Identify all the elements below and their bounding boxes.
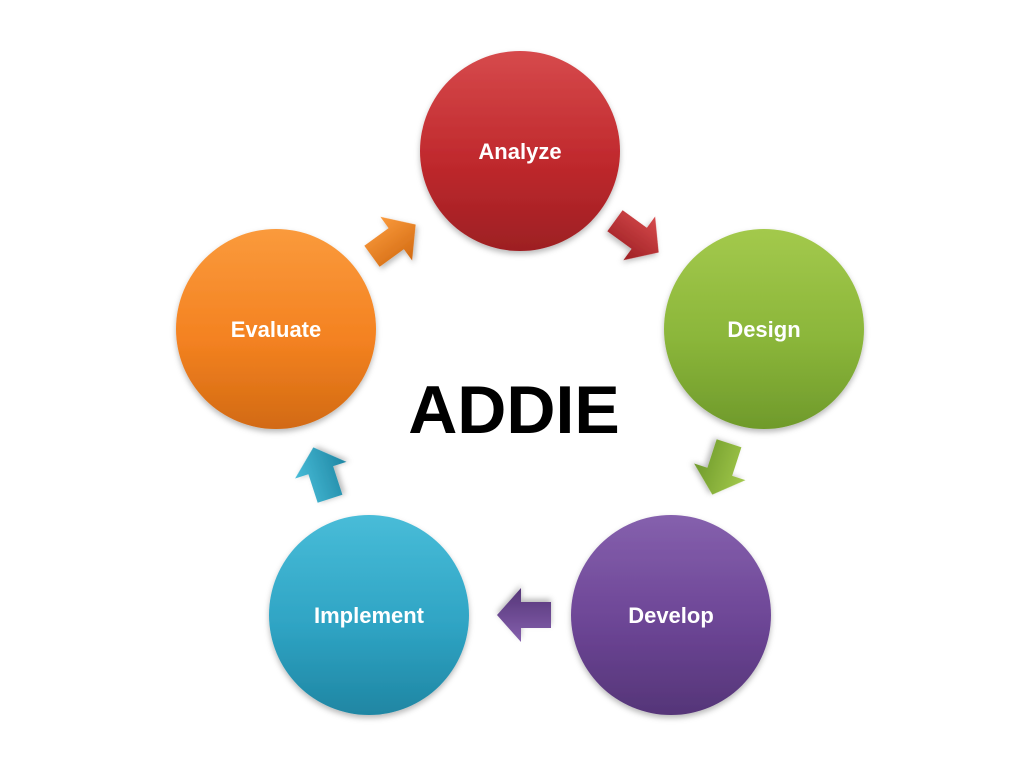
arrows-layer	[295, 210, 746, 642]
flow-arrow-analyze	[607, 210, 659, 261]
phase-node-evaluate: Evaluate	[176, 229, 376, 429]
phase-circle-design	[664, 229, 864, 429]
phase-circle-analyze	[420, 51, 620, 251]
arrow-right-icon	[497, 588, 551, 642]
phase-node-develop: Develop	[571, 515, 771, 715]
diagram-title: ADDIE	[408, 372, 620, 448]
arrow-right-icon	[694, 439, 746, 495]
phase-circle-evaluate	[176, 229, 376, 429]
phase-label-design: Design	[727, 317, 800, 342]
phase-label-analyze: Analyze	[478, 139, 561, 164]
phase-label-develop: Develop	[628, 603, 714, 628]
phase-node-design: Design	[664, 229, 864, 429]
arrow-right-icon	[295, 447, 347, 503]
flow-arrow-design	[694, 439, 746, 495]
phase-circle-develop	[571, 515, 771, 715]
arrow-right-icon	[607, 210, 659, 261]
flow-arrow-evaluate	[364, 216, 416, 267]
flow-arrow-develop	[497, 588, 551, 642]
phase-label-evaluate: Evaluate	[231, 317, 322, 342]
phase-label-implement: Implement	[314, 603, 425, 628]
arrow-right-icon	[364, 216, 416, 267]
flow-arrow-implement	[295, 447, 347, 503]
phase-node-analyze: Analyze	[420, 51, 620, 251]
phase-circle-implement	[269, 515, 469, 715]
phase-node-implement: Implement	[269, 515, 469, 715]
